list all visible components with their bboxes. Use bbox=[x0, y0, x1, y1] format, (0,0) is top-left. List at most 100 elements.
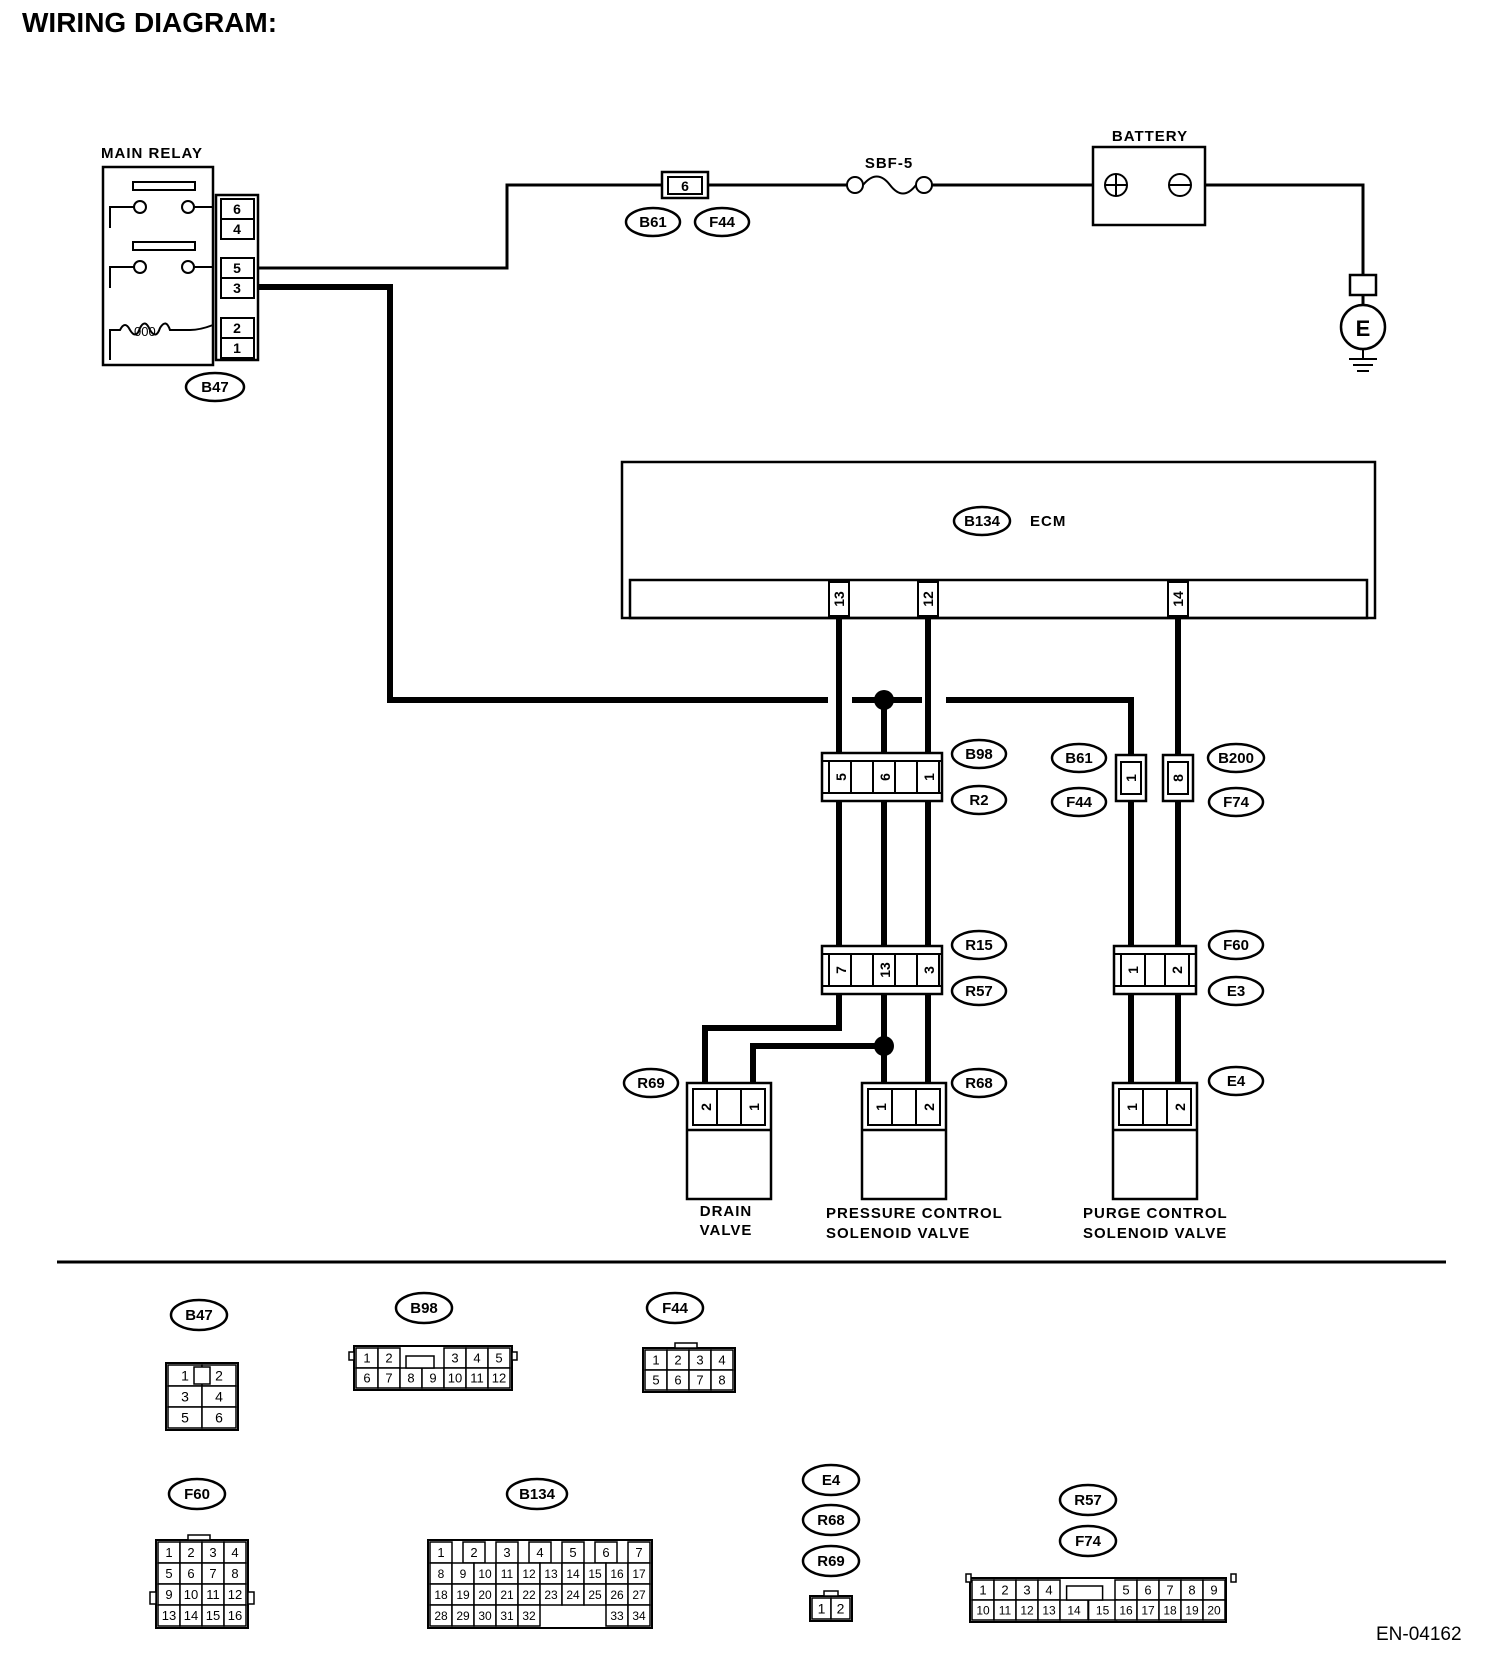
pin-number: 2 bbox=[674, 1353, 681, 1368]
connector-cavity bbox=[830, 1597, 851, 1620]
pin-number: 34 bbox=[632, 1609, 646, 1623]
wire-relay-pin3-feed bbox=[258, 284, 828, 703]
relay-pin-5: 5 bbox=[233, 260, 241, 276]
connector-cavity bbox=[517, 1604, 541, 1627]
drain-valve-label: DRAIN bbox=[700, 1203, 753, 1220]
pin-number: 21 bbox=[500, 1588, 514, 1602]
pin-number: 16 bbox=[228, 1608, 242, 1623]
pin-number: 2 bbox=[215, 1368, 223, 1384]
pin-number: 5 bbox=[165, 1566, 172, 1581]
ecm-body bbox=[620, 460, 1377, 620]
pin-number: 32 bbox=[522, 1609, 536, 1623]
drain-valve-label: VALVE bbox=[700, 1222, 753, 1239]
connector-r15-r57: 7 13 3 R15 R57 bbox=[820, 929, 1008, 1007]
r15-pin-3: 3 bbox=[921, 966, 937, 974]
connector-badge-b134 bbox=[952, 505, 1012, 537]
ecm-module: B134 ECM 13 12 14 bbox=[620, 460, 1377, 620]
pin-number: 3 bbox=[696, 1353, 703, 1368]
connector-cavity bbox=[223, 1604, 247, 1627]
pin-number: 1 bbox=[652, 1353, 659, 1368]
pin-number: 14 bbox=[184, 1608, 198, 1623]
pin-number: 10 bbox=[448, 1371, 462, 1386]
connector-badge-f60 bbox=[1207, 929, 1265, 961]
pin-number: 19 bbox=[456, 1588, 470, 1602]
relay-contact-bar bbox=[132, 241, 196, 251]
pin-number: 8 bbox=[1188, 1583, 1195, 1598]
connector-b200-f74: 8 B200 F74 bbox=[1161, 742, 1266, 818]
pin-number: 8 bbox=[231, 1566, 238, 1581]
e4-pin-2: 2 bbox=[1172, 1103, 1188, 1111]
pin-number: 3 bbox=[181, 1389, 189, 1405]
pin-number: 20 bbox=[478, 1588, 492, 1602]
connector-badge-r69 bbox=[801, 1544, 861, 1578]
pin-number: 1 bbox=[437, 1545, 444, 1560]
ground-terminal bbox=[1348, 273, 1378, 297]
connector-badge-r57 bbox=[1058, 1483, 1118, 1517]
pin-number: 3 bbox=[1023, 1583, 1030, 1598]
pin-number: 9 bbox=[429, 1371, 436, 1386]
relay-pin-4: 4 bbox=[233, 221, 241, 237]
pin-number: 11 bbox=[999, 1603, 1012, 1617]
pin-number: 16 bbox=[1119, 1603, 1133, 1617]
svg-text:B61: B61 bbox=[639, 214, 667, 231]
r15-pin-7: 7 bbox=[833, 966, 849, 974]
pin-number: 28 bbox=[434, 1609, 448, 1623]
fuse-terminal bbox=[846, 176, 864, 194]
ecm-pin-12: 12 bbox=[920, 591, 936, 607]
relay-pin-1: 1 bbox=[233, 340, 241, 356]
svg-text:R57: R57 bbox=[965, 983, 993, 1000]
relay-pin-3: 3 bbox=[233, 280, 241, 296]
pin-number: 13 bbox=[1042, 1603, 1056, 1617]
pin-number: 2 bbox=[1001, 1583, 1008, 1598]
connector-badge-r2 bbox=[950, 784, 1008, 816]
connector-badge-r15 bbox=[950, 929, 1008, 961]
pin-number: 25 bbox=[588, 1588, 602, 1602]
svg-text:F60: F60 bbox=[1223, 937, 1249, 954]
connector-cavity bbox=[187, 1534, 211, 1541]
pin-number: 24 bbox=[566, 1588, 580, 1602]
connector-badge-r68 bbox=[950, 1067, 1008, 1099]
pin-number: 2 bbox=[385, 1351, 392, 1366]
connector-badge-b134 bbox=[505, 1477, 569, 1511]
pin-number: 10 bbox=[976, 1603, 990, 1617]
connector-b98-r2: 5 6 1 B98 R2 bbox=[820, 738, 1008, 816]
connector-badge-r69 bbox=[622, 1067, 680, 1099]
connector-cavity bbox=[627, 1604, 651, 1627]
connector-badge-b61 bbox=[1050, 742, 1108, 774]
svg-text:B134: B134 bbox=[964, 513, 1001, 530]
connector-badge-r57 bbox=[950, 975, 1008, 1007]
r69-pin-1: 1 bbox=[746, 1103, 762, 1111]
page-title: WIRING DIAGRAM: bbox=[22, 7, 277, 38]
svg-text:B98: B98 bbox=[965, 746, 993, 763]
pin-number: 6 bbox=[215, 1410, 223, 1426]
pin-number: 10 bbox=[184, 1587, 198, 1602]
pin-number: 1 bbox=[979, 1583, 986, 1598]
pin-number: 5 bbox=[1122, 1583, 1129, 1598]
wire-battery-to-ground bbox=[1205, 183, 1365, 275]
svg-text:E4: E4 bbox=[1227, 1073, 1246, 1090]
power-supply-circuit: 6 B61 F44 SBF-5 BATTERY E bbox=[258, 128, 1387, 372]
connector-f60-e3: 1 2 F60 E3 bbox=[1112, 929, 1265, 1007]
fuse-label: SBF-5 bbox=[865, 155, 913, 172]
connector-cavity bbox=[674, 1342, 698, 1349]
connector-badge-e3 bbox=[1207, 975, 1265, 1007]
connector-badge-f44 bbox=[1050, 786, 1108, 818]
connector-badge-f60 bbox=[167, 1477, 227, 1511]
connector-cavity bbox=[247, 1591, 255, 1605]
svg-text:F60: F60 bbox=[184, 1486, 210, 1503]
pin-number: 15 bbox=[206, 1608, 220, 1623]
main-relay-label: MAIN RELAY bbox=[101, 145, 203, 162]
purge-valve-body bbox=[1111, 1081, 1199, 1201]
fuse-terminal bbox=[915, 176, 933, 194]
ecm-pin-13: 13 bbox=[831, 591, 847, 607]
pin-number: 1 bbox=[818, 1601, 826, 1617]
svg-text:F44: F44 bbox=[662, 1300, 689, 1317]
pin-number: 11 bbox=[470, 1371, 484, 1386]
connector-badge-e4 bbox=[801, 1463, 861, 1497]
b98-pin-1: 1 bbox=[921, 773, 937, 781]
connector-badge-b200 bbox=[1206, 742, 1266, 774]
pin-number: 7 bbox=[1166, 1583, 1173, 1598]
pin-number: 8 bbox=[438, 1567, 445, 1581]
